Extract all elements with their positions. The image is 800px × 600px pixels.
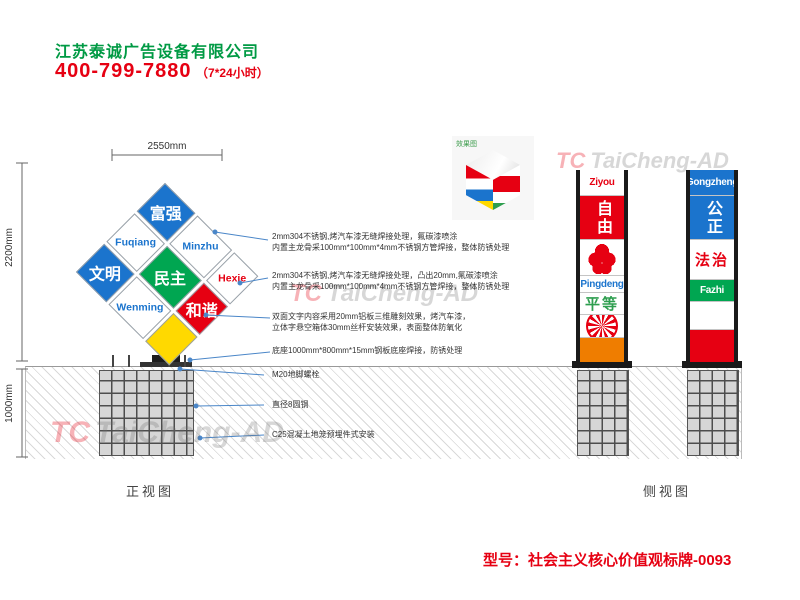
panel-gongzheng-cn: 公正 [690,196,734,240]
column-b-base [682,361,742,368]
panel-papercut-flower [580,240,624,276]
annotation-line: 底座1000mm*800mm*15mm钢板底座焊接，防锈处理 [272,346,463,355]
panel-pingdeng-cn: 平等 [580,293,624,315]
side-view-label: 侧视图 [643,484,692,499]
panel-text: Ziyou [589,177,615,188]
annotation-line: 内置主龙骨采100mm*100mm*4mm不锈钢方管焊接，整体防锈处理 [272,242,510,252]
annotation-line: 2mm304不锈钢,烤汽车漆无缝焊接处理，氟碳漆喷涂 [272,232,458,241]
front-view-label: 正视图 [126,484,175,499]
anchor-bolt [128,355,130,367]
annotation-lettering: 双面文字内容采用20mm铝板三维雕刻效果，烤汽车漆， 立体字悬空箱体30mm丝杆… [272,312,470,334]
panel-text: 平等 [584,297,619,313]
annotation-line: C25混凝土地笼预埋件式安装 [272,430,375,439]
panel-text: Fazhi [699,285,725,296]
side-view-column-a: Ziyou 自由 Pingdeng 平等 [576,170,628,362]
panel-text: 自由 [594,199,611,236]
anchor-bolt [112,355,114,367]
panel-ziyou-latin: Ziyou [580,170,624,196]
foundation-side-b [687,370,739,456]
annotation-anchor-bolt: M20地脚螺栓 [272,370,320,381]
service-hours: （7*24小时） [196,66,269,80]
cell-text: Wenming [116,301,164,314]
panel-gongzheng-latin: Gongzheng [690,170,734,196]
panel-pingdeng-latin: Pingdeng [580,276,624,293]
cell-text: Hexie [218,272,247,285]
panel-ziyou-cn: 自由 [580,196,624,240]
annotation-steel-1: 2mm304不锈钢,烤汽车漆无缝焊接处理，氟碳漆喷涂 内置主龙骨采100mm*1… [272,232,509,254]
foundation-side-a [577,370,629,456]
panel-text: 法治 [694,253,729,269]
dimension-foundation-depth: 1000mm [4,384,15,423]
column-a-base [572,361,632,368]
anchor-bolt [184,355,186,367]
cell-text: Fuqiang [115,236,157,249]
side-view-column-b: Gongzheng 公正 法治 Fazhi [686,170,738,362]
annotation-line: 立体字悬空箱体30mm丝杆安装效果，表面整体防氧化 [272,322,463,332]
annotation-line: 内置主龙骨采100mm*100mm*4mm不锈钢方管焊接，整体防锈处理 [272,281,510,291]
panel-text: 公正 [704,199,721,236]
steel-base-plate [140,362,192,367]
annotation-base-plate: 底座1000mm*800mm*15mm钢板底座焊接，防锈处理 [272,346,462,357]
core-values-diamond-sign: 富强 Minzhu Hexie Fuqiang 民主 和谐 文明 Wenming [75,182,259,366]
papercut-rosette-icon [586,315,618,337]
annotation-line: 双面文字内容采用20mm铝板三维雕刻效果，烤汽车漆， [272,312,471,321]
cell-text: 民主 [154,271,187,289]
papercut-flower-icon [587,241,617,274]
panel-red-band [690,330,734,362]
cell-text: 和谐 [185,302,218,320]
panel-text: Gongzheng [690,177,734,188]
company-name: 江苏泰诚广告设备有限公司 [55,44,260,61]
cell-text: 富强 [149,206,183,224]
dimension-width: 2550mm [147,141,187,152]
panel-white-band [690,302,734,330]
cell-text: Minzhu [182,240,219,253]
phone-row: 400-799-7880 （7*24小时） [55,60,269,83]
panel-fazhi-latin: Fazhi [690,280,734,302]
annotation-line: M20地脚螺栓 [272,370,320,379]
panel-text: Pingdeng [580,278,624,290]
panel-papercut-rosette [580,315,624,338]
annotation-rebar: 直径8圆钢 [272,400,308,411]
cell-text: 文明 [89,266,122,284]
annotation-steel-2: 2mm304不锈钢,烤汽车漆无缝焊接处理，凸出20mm,氟碳漆喷涂 内置主龙骨采… [272,271,509,293]
annotation-concrete: C25混凝土地笼预埋件式安装 [272,430,375,441]
render-label: 效果图 [456,141,477,148]
cube-render-icon [466,150,520,210]
dimension-height: 2200mm [4,228,15,267]
model-number-label: 型号：社会主义核心价值观标牌-0093 [483,552,732,569]
annotation-line: 直径8圆钢 [272,400,309,409]
foundation-front [99,370,194,456]
annotation-line: 2mm304不锈钢,烤汽车漆无缝焊接处理，凸出20mm,氟碳漆喷涂 [272,271,498,280]
panel-orange-band [580,338,624,362]
render-thumbnail: 效果图 [452,136,534,220]
panel-fazhi-cn: 法治 [690,240,734,280]
phone-number: 400-799-7880 [55,60,192,82]
